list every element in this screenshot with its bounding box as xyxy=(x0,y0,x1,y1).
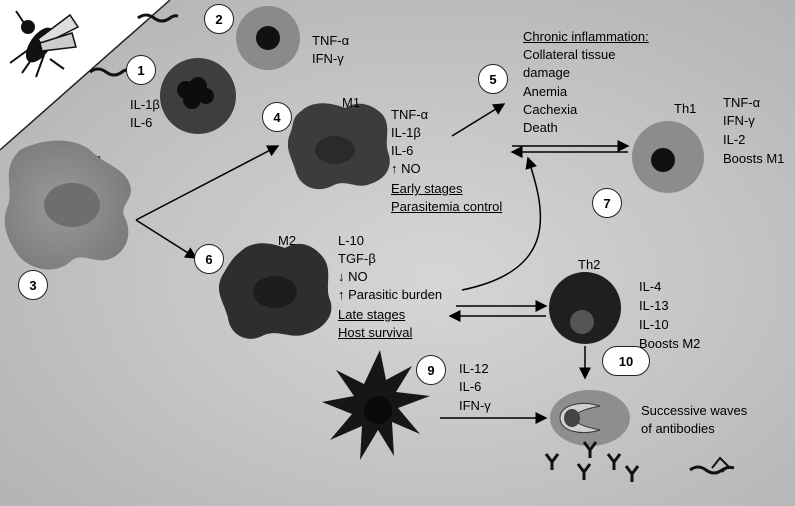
dc-cytokine: IFN-γ xyxy=(459,398,491,413)
m1-outcome: Early stages xyxy=(391,181,463,196)
nk-cytokine: TNF-α xyxy=(312,33,350,48)
m2-nucleus xyxy=(253,276,297,308)
fly-icon xyxy=(9,10,80,78)
parasite-icon xyxy=(689,465,735,475)
badge-10: 10 xyxy=(602,346,650,376)
arrows xyxy=(135,103,630,424)
plasma-nucleus xyxy=(564,409,580,427)
badge-1: 1 xyxy=(126,55,156,85)
m2-outcome: Late stages xyxy=(338,307,406,322)
th2-item: IL-10 xyxy=(639,317,669,332)
th1-item: TNF-α xyxy=(723,95,761,110)
antibodies-text: Successive waves xyxy=(641,403,748,418)
badge-9: 9 xyxy=(416,355,446,385)
badge-2: 2 xyxy=(204,4,234,34)
m2-cytokine: ↑ Parasitic burden xyxy=(338,287,443,302)
m1-cytokine: IL-6 xyxy=(391,143,414,158)
chronic-item: Anemia xyxy=(523,84,568,99)
dc-nucleus xyxy=(364,396,392,424)
m2-outcome: Host survival xyxy=(338,325,413,340)
badge-3: 3 xyxy=(18,270,48,300)
m2-cytokine: TGF-β xyxy=(338,251,376,266)
plasma-cell xyxy=(550,390,630,446)
antibodies-group xyxy=(544,441,640,482)
m1-cytokine: IL-1β xyxy=(391,125,421,140)
antibodies-text: of antibodies xyxy=(641,421,715,436)
skin-line xyxy=(0,0,171,151)
m2-cytokine: L-10 xyxy=(338,233,365,248)
m1-label: M1 xyxy=(342,95,361,110)
neutrophil-cytokine: IL-6 xyxy=(130,115,153,130)
arrow-m2-to-m1-curve xyxy=(461,156,542,291)
th2-item: IL-4 xyxy=(639,279,662,294)
badge-6: 6 xyxy=(194,244,224,274)
m2-label: M2 xyxy=(278,233,297,248)
chronic-item: Cachexia xyxy=(523,102,578,117)
arrow-m1-to-chronic xyxy=(451,103,506,137)
m2-cytokine: ↓ NO xyxy=(338,269,368,284)
badge-7: 7 xyxy=(592,188,622,218)
nk-cytokine: IFN-γ xyxy=(312,51,344,66)
dc-cytokine: IL-6 xyxy=(459,379,482,394)
arrow-m0-to-m1 xyxy=(135,145,280,221)
m1-nucleus xyxy=(315,136,355,164)
m1-cytokine: TNF-α xyxy=(391,107,429,122)
th2-label: Th2 xyxy=(578,257,601,272)
nk-nucleus xyxy=(256,26,280,50)
chronic-item: damage xyxy=(523,65,570,80)
antibody-icon xyxy=(711,456,730,473)
th1-item: IL-2 xyxy=(723,132,746,147)
th2-cell xyxy=(549,272,621,344)
chronic-item: Collateral tissue xyxy=(523,47,616,62)
parasite-icon xyxy=(137,13,179,23)
th2-item: Boosts M2 xyxy=(639,336,701,351)
th1-item: IFN-γ xyxy=(723,113,755,128)
m0-nucleus xyxy=(44,183,100,227)
th1-item: Boosts M1 xyxy=(723,151,785,166)
badge-5: 5 xyxy=(478,64,508,94)
arrow-m0-to-m2 xyxy=(135,219,198,259)
chronic-item: Death xyxy=(523,120,558,135)
chronic-title: Chronic inflammation: xyxy=(523,29,649,44)
th1-nucleus xyxy=(651,148,675,172)
m1-cytokine: ↑ NO xyxy=(391,161,421,176)
m1-outcome: Parasitemia control xyxy=(391,199,503,214)
neutrophil-cytokine: IL-1β xyxy=(130,97,160,112)
neutrophil-nucleus xyxy=(177,77,214,109)
th1-label: Th1 xyxy=(674,101,697,116)
badge-4: 4 xyxy=(262,102,292,132)
th2-nucleus xyxy=(570,310,594,334)
th2-item: IL-13 xyxy=(639,298,669,313)
dc-cytokine: IL-12 xyxy=(459,361,489,376)
